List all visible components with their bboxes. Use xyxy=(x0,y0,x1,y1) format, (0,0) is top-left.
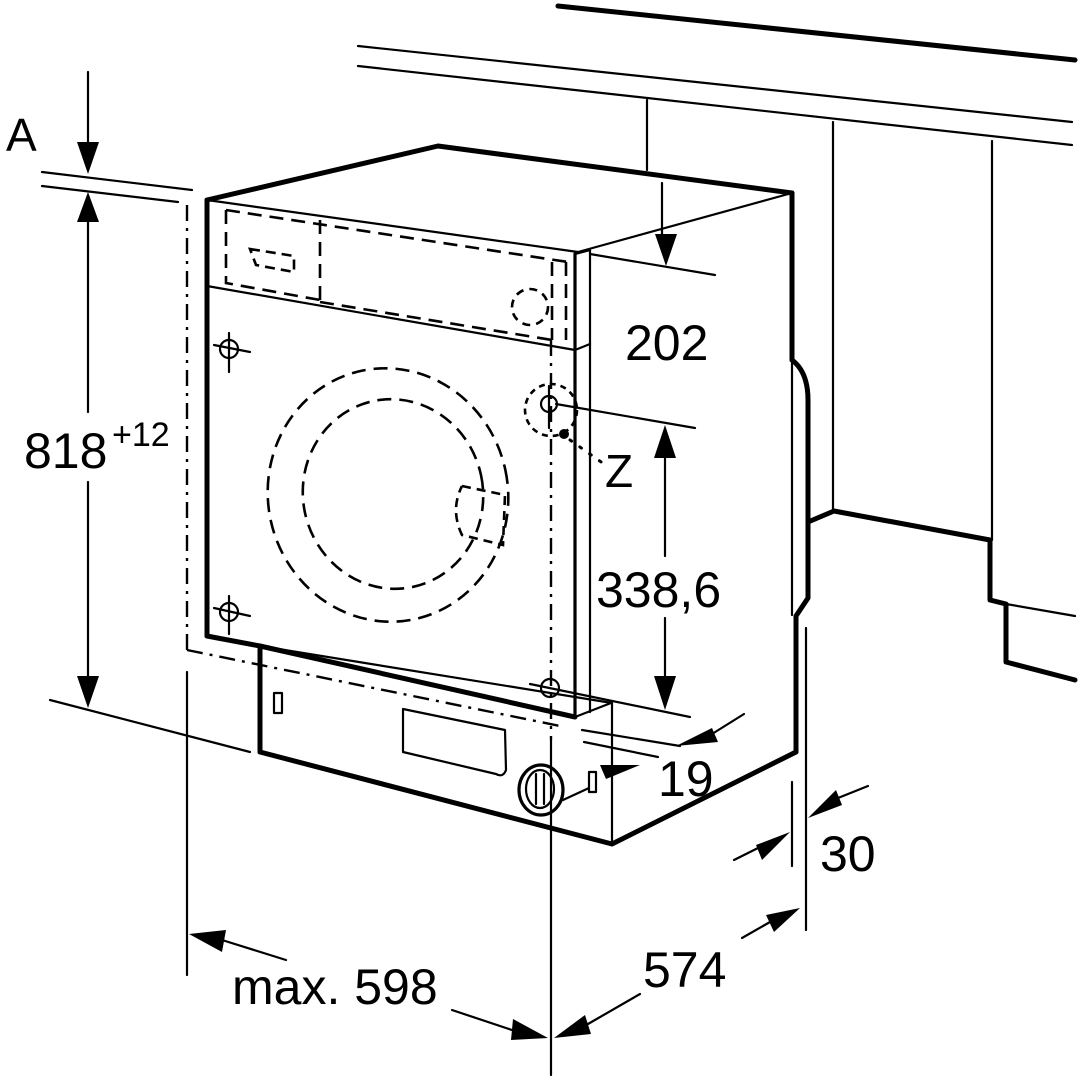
installation-envelope xyxy=(185,205,561,740)
machine-body xyxy=(204,143,811,932)
label-a: A xyxy=(6,109,37,161)
label-depth: 574 xyxy=(643,942,726,998)
marker-z: Z xyxy=(559,429,633,497)
label-z: Z xyxy=(605,445,633,497)
dimension-height: 818 +12 xyxy=(24,220,252,754)
mount-point-bottom-left xyxy=(212,594,252,636)
hidden-outlines xyxy=(224,208,579,624)
label-height-tolerance: +12 xyxy=(112,416,170,454)
countertop xyxy=(356,3,1078,542)
dimension-door-gap: 30 xyxy=(732,780,876,882)
dimension-hinge-offset: 338,6 xyxy=(554,402,721,710)
adjacent-cabinet-plinth xyxy=(805,508,1078,683)
dimension-width: max. 598 xyxy=(185,670,553,1077)
label-width: max. 598 xyxy=(232,959,438,1015)
mount-point-bottom-right xyxy=(528,677,692,719)
label-hinge-offset: 338,6 xyxy=(596,562,721,618)
label-door-gap: 30 xyxy=(820,826,876,882)
dimension-plinth-offset: 19 xyxy=(580,712,746,807)
mount-point-hinge xyxy=(539,384,559,430)
dimension-depth: 574 xyxy=(554,908,800,1038)
plinth-panel xyxy=(401,707,508,777)
plinth-details xyxy=(272,691,598,817)
drain-pump-cap xyxy=(517,763,565,817)
marker-z-point xyxy=(559,429,569,439)
dimension-a: A xyxy=(6,70,194,222)
dimension-top-depth: 202 xyxy=(588,181,717,371)
mount-point-top-left xyxy=(212,331,252,374)
label-plinth-offset: 19 xyxy=(658,751,714,807)
label-height: 818 xyxy=(24,423,107,479)
mounting-points xyxy=(212,331,692,719)
plinth-slot xyxy=(272,691,284,715)
label-top-depth: 202 xyxy=(625,315,708,371)
